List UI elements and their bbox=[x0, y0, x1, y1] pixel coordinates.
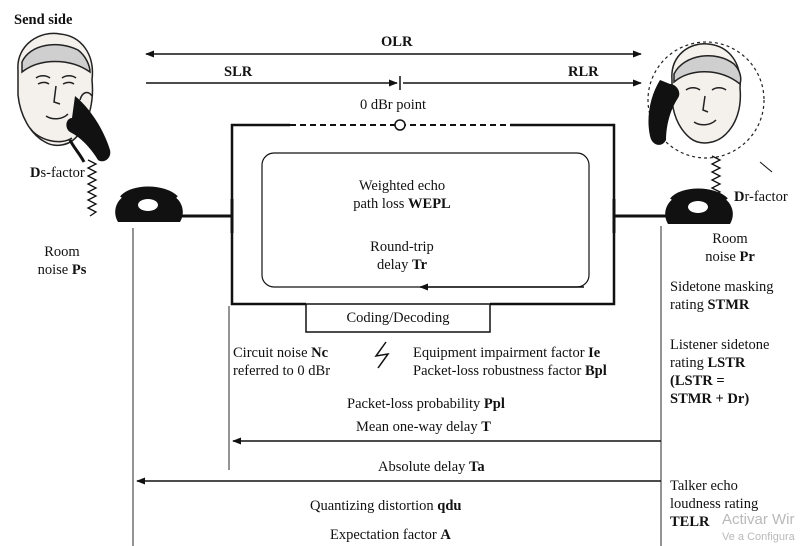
right-dashed-circle bbox=[647, 41, 765, 159]
outer-loop-left-bottom bbox=[230, 216, 306, 306]
telr-label: Talker echo loudness rating TELR bbox=[670, 478, 759, 530]
left-telephone-icon bbox=[115, 186, 183, 222]
slr-label: SLR bbox=[224, 64, 253, 80]
round-trip-label: Round-trip delay Tr bbox=[370, 239, 434, 273]
left-handset-icon bbox=[66, 96, 111, 163]
watermark-line1: Activar Wir bbox=[722, 511, 795, 528]
coding-decoding-box bbox=[305, 303, 491, 333]
outer-loop-left-top bbox=[230, 123, 290, 216]
packet-loss-probability-label: Packet-loss probability Ppl bbox=[347, 396, 505, 412]
room-noise-pr-label: Room noise Pr bbox=[705, 231, 755, 265]
outer-loop-right-top bbox=[510, 123, 616, 216]
zero-dbr-point-marker bbox=[394, 119, 406, 131]
stmr-label: Sidetone masking rating STMR bbox=[670, 279, 774, 313]
right-cord bbox=[710, 155, 722, 197]
dr-pointer bbox=[759, 161, 773, 173]
expectation-factor-label: Expectation factor A bbox=[330, 527, 451, 543]
lightning-icon bbox=[374, 341, 390, 369]
lstr-label: Listener sidetone rating LSTR (LSTR = ST… bbox=[670, 337, 770, 407]
zero-dbr-label: 0 dBr point bbox=[360, 97, 427, 113]
right-handset-icon bbox=[648, 80, 680, 145]
ds-factor-label: Ds-factor bbox=[30, 165, 85, 181]
absolute-delay-label: Absolute delay Ta bbox=[378, 459, 485, 475]
dr-factor-label: Dr-factor bbox=[734, 189, 788, 205]
room-noise-ps-label: Room noise Ps bbox=[37, 244, 87, 278]
right-telephone-icon bbox=[665, 188, 733, 224]
watermark-line2: Ve a Configura bbox=[722, 531, 795, 543]
impairment-label: Equipment impairment factor Ie Packet-lo… bbox=[413, 345, 607, 379]
wepl-label: Weighted echo path loss WEPL bbox=[353, 178, 451, 212]
outer-loop-right-bottom bbox=[490, 216, 616, 306]
quantizing-distortion-label: Quantizing distortion qdu bbox=[310, 498, 462, 514]
circuit-noise-label: Circuit noise Nc referred to 0 dBr bbox=[233, 345, 331, 379]
coding-decoding-label: Coding/Decoding bbox=[346, 310, 450, 326]
mean-delay-label: Mean one-way delay T bbox=[356, 419, 491, 435]
rlr-label: RLR bbox=[568, 64, 599, 80]
send-side-label: Send side bbox=[14, 12, 73, 28]
left-cord bbox=[86, 159, 98, 217]
right-person-icon bbox=[671, 43, 742, 144]
olr-label: OLR bbox=[381, 34, 413, 50]
